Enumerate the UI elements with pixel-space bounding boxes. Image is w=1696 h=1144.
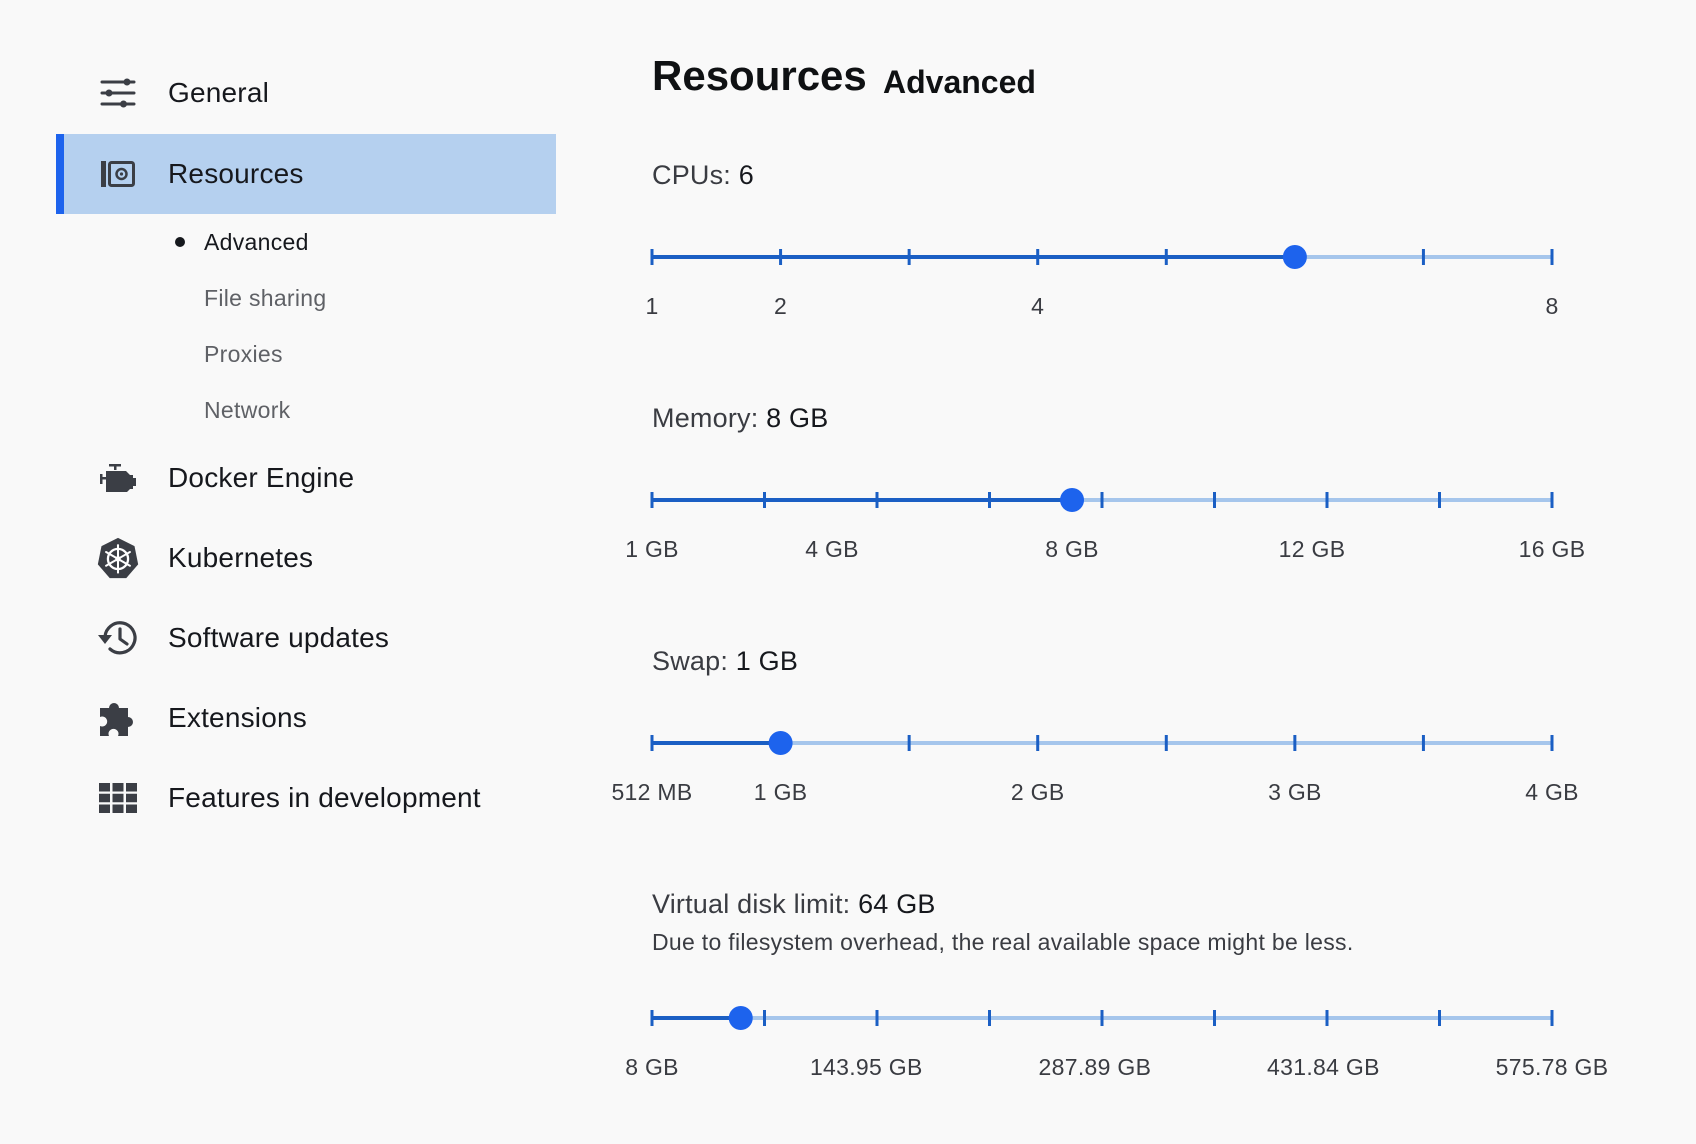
cpus-setting-label: CPUs: 6: [652, 160, 754, 191]
slider-thumb[interactable]: [768, 731, 793, 755]
main-panel: Resources Advanced CPUs: 6 1 2 4 8 Memory: …: [611, 0, 1692, 1144]
grid-icon: [96, 776, 140, 820]
slider-tick-label: 12 GB: [1278, 536, 1346, 562]
sidebar-subitem-label: Proxies: [204, 340, 283, 367]
swap-value: 1 GB: [735, 646, 799, 676]
sidebar-subitem-label: File sharing: [204, 284, 327, 311]
sidebar-item-label: Software updates: [168, 622, 390, 653]
sidebar-subitem-proxies[interactable]: Proxies: [204, 334, 283, 374]
memory-slider-graphic: [650, 488, 1554, 512]
disk-label: Virtual disk limit:: [652, 889, 851, 919]
slider-tick-label: 8 GB: [1045, 536, 1099, 562]
selected-dot-icon: [175, 237, 185, 247]
sidebar-subitem-label: Advanced: [204, 228, 309, 255]
slider-tick-label: 1 GB: [753, 779, 808, 805]
disk-value: 64 GB: [858, 889, 936, 919]
memory-setting-label: Memory: 8 GB: [652, 403, 828, 434]
slider-tick-label: 512 MB: [611, 779, 693, 805]
sidebar-item-label: Docker Engine: [168, 462, 355, 493]
slider-tick-label: 8: [1545, 293, 1559, 319]
memory-value: 8 GB: [766, 403, 829, 433]
active-indicator: [56, 134, 64, 214]
slider-thumb[interactable]: [1282, 245, 1307, 269]
slider-tick-label: 431.84 GB: [1267, 1054, 1380, 1080]
sidebar-item-resources[interactable]: Resources: [56, 134, 556, 214]
disk-description: Due to filesystem overhead, the real ava…: [652, 929, 1354, 955]
swap-slider-graphic: [650, 731, 1554, 755]
sliders-icon: [96, 71, 140, 115]
swap-slider[interactable]: [650, 723, 1652, 763]
memory-slider[interactable]: [650, 480, 1652, 520]
slider-tick-label: 3 GB: [1268, 779, 1322, 805]
memory-label: Memory:: [652, 403, 759, 433]
cpus-slider[interactable]: [650, 237, 1652, 277]
cpus-slider-graphic: [650, 245, 1554, 269]
sidebar-subitem-network[interactable]: Network: [204, 390, 290, 430]
slider-tick-label: 287.89 GB: [1038, 1054, 1152, 1080]
sidebar: General Resources Advanced File sharing …: [0, 0, 560, 1144]
slider-tick-label: 4: [1031, 293, 1045, 319]
slider-tick-label: 1 GB: [625, 536, 679, 562]
slider-tick-label: 4 GB: [1525, 779, 1579, 805]
sidebar-item-docker-engine[interactable]: Docker Engine: [56, 438, 556, 518]
puzzle-icon: [96, 696, 140, 740]
sidebar-item-label: General: [168, 77, 270, 108]
cpus-label: CPUs:: [652, 160, 732, 190]
slider-tick-label: 1: [645, 293, 659, 319]
cpus-value: 6: [738, 160, 754, 190]
history-icon: [96, 616, 140, 660]
disk-slider-graphic: [650, 1006, 1554, 1030]
slider-tick-label: 8 GB: [625, 1054, 679, 1080]
slider-thumb[interactable]: [1060, 488, 1085, 512]
slider-tick-label: 2 GB: [1010, 779, 1065, 805]
slider-tick-label: 16 GB: [1518, 536, 1586, 562]
sidebar-item-label: Features in development: [168, 782, 481, 813]
sidebar-item-features-in-development[interactable]: Features in development: [56, 758, 556, 838]
swap-label: Swap:: [652, 646, 729, 676]
sidebar-item-label: Extensions: [168, 702, 307, 733]
sidebar-item-label: Kubernetes: [168, 542, 314, 573]
engine-icon: [96, 456, 140, 500]
slider-tick-label: 2: [774, 293, 788, 319]
disk-slider[interactable]: [650, 998, 1652, 1038]
slider-thumb[interactable]: [728, 1006, 753, 1030]
kubernetes-icon: [96, 536, 140, 580]
sidebar-subitem-label: Network: [204, 396, 291, 423]
page-title: Resources: [652, 52, 867, 99]
sidebar-subitem-file-sharing[interactable]: File sharing: [204, 278, 327, 318]
disk-setting-label: Virtual disk limit: 64 GB: [652, 889, 936, 920]
sidebar-item-software-updates[interactable]: Software updates: [56, 598, 556, 678]
slider-tick-label: 575.78 GB: [1495, 1054, 1609, 1080]
sidebar-item-general[interactable]: General: [56, 53, 556, 133]
resources-icon: [96, 152, 140, 196]
tab-advanced[interactable]: Advanced: [883, 64, 1036, 100]
sidebar-subitem-advanced[interactable]: Advanced: [175, 222, 309, 262]
sidebar-item-extensions[interactable]: Extensions: [56, 678, 556, 758]
slider-tick-label: 4 GB: [805, 536, 859, 562]
slider-tick-label: 143.95 GB: [809, 1054, 923, 1080]
swap-setting-label: Swap: 1 GB: [652, 646, 798, 677]
sidebar-item-label: Resources: [168, 158, 304, 189]
sidebar-item-kubernetes[interactable]: Kubernetes: [56, 518, 556, 598]
